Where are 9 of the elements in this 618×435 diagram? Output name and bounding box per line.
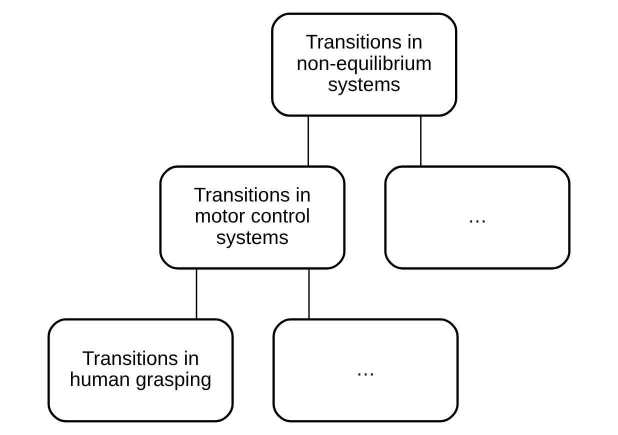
node-box: Transitions in non-equilibrium systems [271, 12, 458, 117]
node-box: … [384, 165, 570, 270]
node-box: Transitions in human grasping [48, 318, 234, 422]
connector [308, 116, 309, 166]
node-box: Transitions in motor control systems [159, 165, 346, 270]
node-box: … [272, 318, 459, 422]
connector [308, 268, 310, 319]
connector [196, 268, 198, 319]
connector [420, 116, 422, 166]
